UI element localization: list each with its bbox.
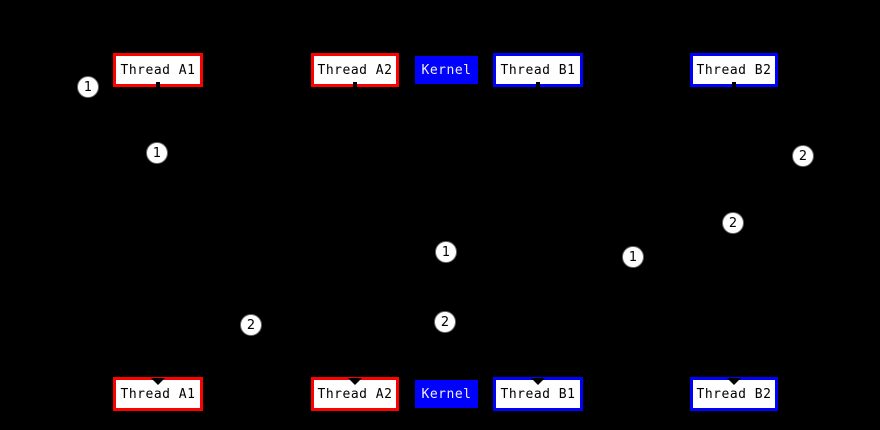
actor-top-kernel: Kernel [415, 56, 478, 84]
actor-bottom-kernel: Kernel [415, 380, 478, 408]
lifeline-arrowhead-icon [531, 378, 545, 385]
actor-top-thread-b1: Thread B1 [493, 53, 583, 87]
lifeline-tick [536, 82, 540, 87]
step-marker: 1 [435, 241, 457, 263]
actor-bottom-thread-b1: Thread B1 [493, 377, 583, 411]
step-marker: 2 [434, 311, 456, 333]
actor-top-thread-b2-label: Thread B2 [696, 62, 772, 78]
step-marker: 1 [146, 142, 168, 164]
step-marker: 2 [240, 314, 262, 336]
step-marker: 2 [792, 145, 814, 167]
lifeline-tick [353, 82, 357, 87]
actor-top-kernel-label: Kernel [421, 62, 472, 78]
actor-top-thread-b2: Thread B2 [690, 53, 778, 87]
actor-bottom-thread-a1-label: Thread A1 [120, 386, 196, 402]
actor-bottom-thread-b2: Thread B2 [690, 377, 778, 411]
actor-bottom-thread-b2-label: Thread B2 [696, 386, 772, 402]
actor-top-thread-b1-label: Thread B1 [500, 62, 576, 78]
actor-top-thread-a1-label: Thread A1 [120, 62, 196, 78]
lifeline-arrowhead-icon [348, 378, 362, 385]
step-marker: 1 [77, 76, 99, 98]
lifeline-arrowhead-icon [151, 378, 165, 385]
step-marker: 2 [722, 212, 744, 234]
step-marker: 1 [622, 246, 644, 268]
actor-top-thread-a2: Thread A2 [311, 53, 399, 87]
actor-top-thread-a1: Thread A1 [113, 53, 203, 87]
actor-bottom-thread-a1: Thread A1 [113, 377, 203, 411]
actor-bottom-thread-a2-label: Thread A2 [317, 386, 393, 402]
actor-bottom-thread-a2: Thread A2 [311, 377, 399, 411]
actor-bottom-thread-b1-label: Thread B1 [500, 386, 576, 402]
lifeline-tick [732, 82, 736, 87]
lifeline-tick [156, 82, 160, 87]
actor-top-thread-a2-label: Thread A2 [317, 62, 393, 78]
actor-bottom-kernel-label: Kernel [421, 386, 472, 402]
lifeline-arrowhead-icon [727, 378, 741, 385]
